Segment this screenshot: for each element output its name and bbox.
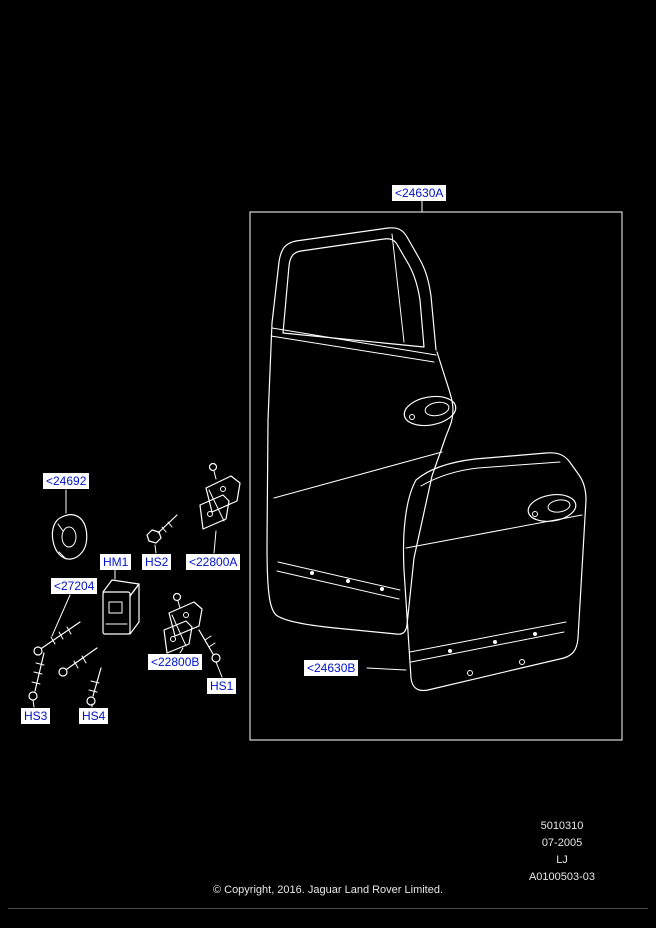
door-handle-inner [403,395,457,427]
part-label-22800B[interactable]: <22800B [148,654,203,670]
bolt-hs2 [146,514,178,544]
reference-model: LJ [556,854,568,866]
part-label-HS3[interactable]: HS3 [21,708,51,724]
lower-hinge-22800b [163,592,203,654]
part-label-27204[interactable]: <27204 [51,578,98,594]
copyright-text: © Copyright, 2016. Jaguar Land Rover Lim… [212,884,444,896]
part-label-22800A[interactable]: <22800A [186,554,241,570]
reference-block: 5010310 07-2005 LJ A0100503-03 [514,818,610,886]
bolt-hs1 [198,629,221,663]
rear-door-outer-panel [402,452,587,692]
part-label-HS2[interactable]: HS2 [142,554,172,570]
bolt-hs3 [28,652,45,701]
part-label-HM1[interactable]: HM1 [100,554,132,570]
reference-date: 07-2005 [541,837,583,849]
bottom-divider [8,908,648,909]
bolt-hs4 [86,667,102,706]
bracket-part-24692 [51,513,88,560]
reference-code: 5010310 [540,820,584,832]
rear-door-inner-panel [266,227,457,635]
part-label-24630B[interactable]: <24630B [304,660,359,676]
bolt-cluster-27204 [33,621,98,677]
part-label-HS4[interactable]: HS4 [79,708,109,724]
upper-hinge-22800a [199,462,241,530]
part-label-HS1[interactable]: HS1 [207,678,237,694]
door-handle-outer [527,494,577,522]
part-label-24692[interactable]: <24692 [43,473,90,489]
mount-block-hm1 [102,579,140,635]
reference-drawing-no: A0100503-03 [528,871,596,883]
assembly-box [249,211,623,741]
part-label-24630A[interactable]: <24630A [392,185,447,201]
